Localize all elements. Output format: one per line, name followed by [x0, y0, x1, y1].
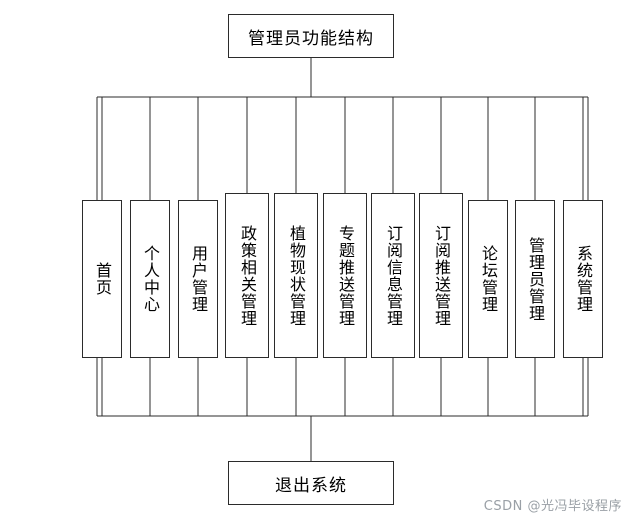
- node-leaf-2[interactable]: 个人中心: [130, 200, 170, 358]
- node-leaf-2-label: 个人中心: [140, 245, 160, 313]
- node-admin-function-structure[interactable]: 管理员功能结构: [228, 14, 394, 58]
- node-leaf-5[interactable]: 植物现状管理: [274, 193, 318, 358]
- node-leaf-7-label: 订阅信息管理: [383, 224, 403, 327]
- node-admin-function-structure-label: 管理员功能结构: [248, 28, 374, 49]
- node-leaf-5-label: 植物现状管理: [286, 224, 306, 327]
- node-exit-system-label: 退出系统: [275, 475, 347, 496]
- node-leaf-1-label: 首页: [92, 262, 112, 296]
- node-leaf-8-label: 订阅推送管理: [431, 224, 451, 327]
- node-leaf-11-label: 系统管理: [573, 245, 593, 313]
- node-leaf-1[interactable]: 首页: [82, 200, 122, 358]
- node-leaf-9[interactable]: 论坛管理: [468, 200, 508, 358]
- node-exit-system[interactable]: 退出系统: [228, 461, 394, 505]
- node-leaf-7[interactable]: 订阅信息管理: [371, 193, 415, 358]
- node-leaf-4-label: 政策相关管理: [237, 224, 257, 327]
- node-leaf-6-label: 专题推送管理: [335, 224, 355, 327]
- node-leaf-11[interactable]: 系统管理: [563, 200, 603, 358]
- node-leaf-3[interactable]: 用户管理: [178, 200, 218, 358]
- node-leaf-4[interactable]: 政策相关管理: [225, 193, 269, 358]
- node-leaf-3-label: 用户管理: [188, 245, 208, 313]
- node-leaf-9-label: 论坛管理: [478, 245, 498, 313]
- watermark-text: CSDN @光冯毕设程序: [483, 499, 622, 514]
- node-leaf-10-label: 管理员管理: [525, 236, 545, 322]
- node-leaf-10[interactable]: 管理员管理: [515, 200, 555, 358]
- node-leaf-8[interactable]: 订阅推送管理: [419, 193, 463, 358]
- node-leaf-6[interactable]: 专题推送管理: [323, 193, 367, 358]
